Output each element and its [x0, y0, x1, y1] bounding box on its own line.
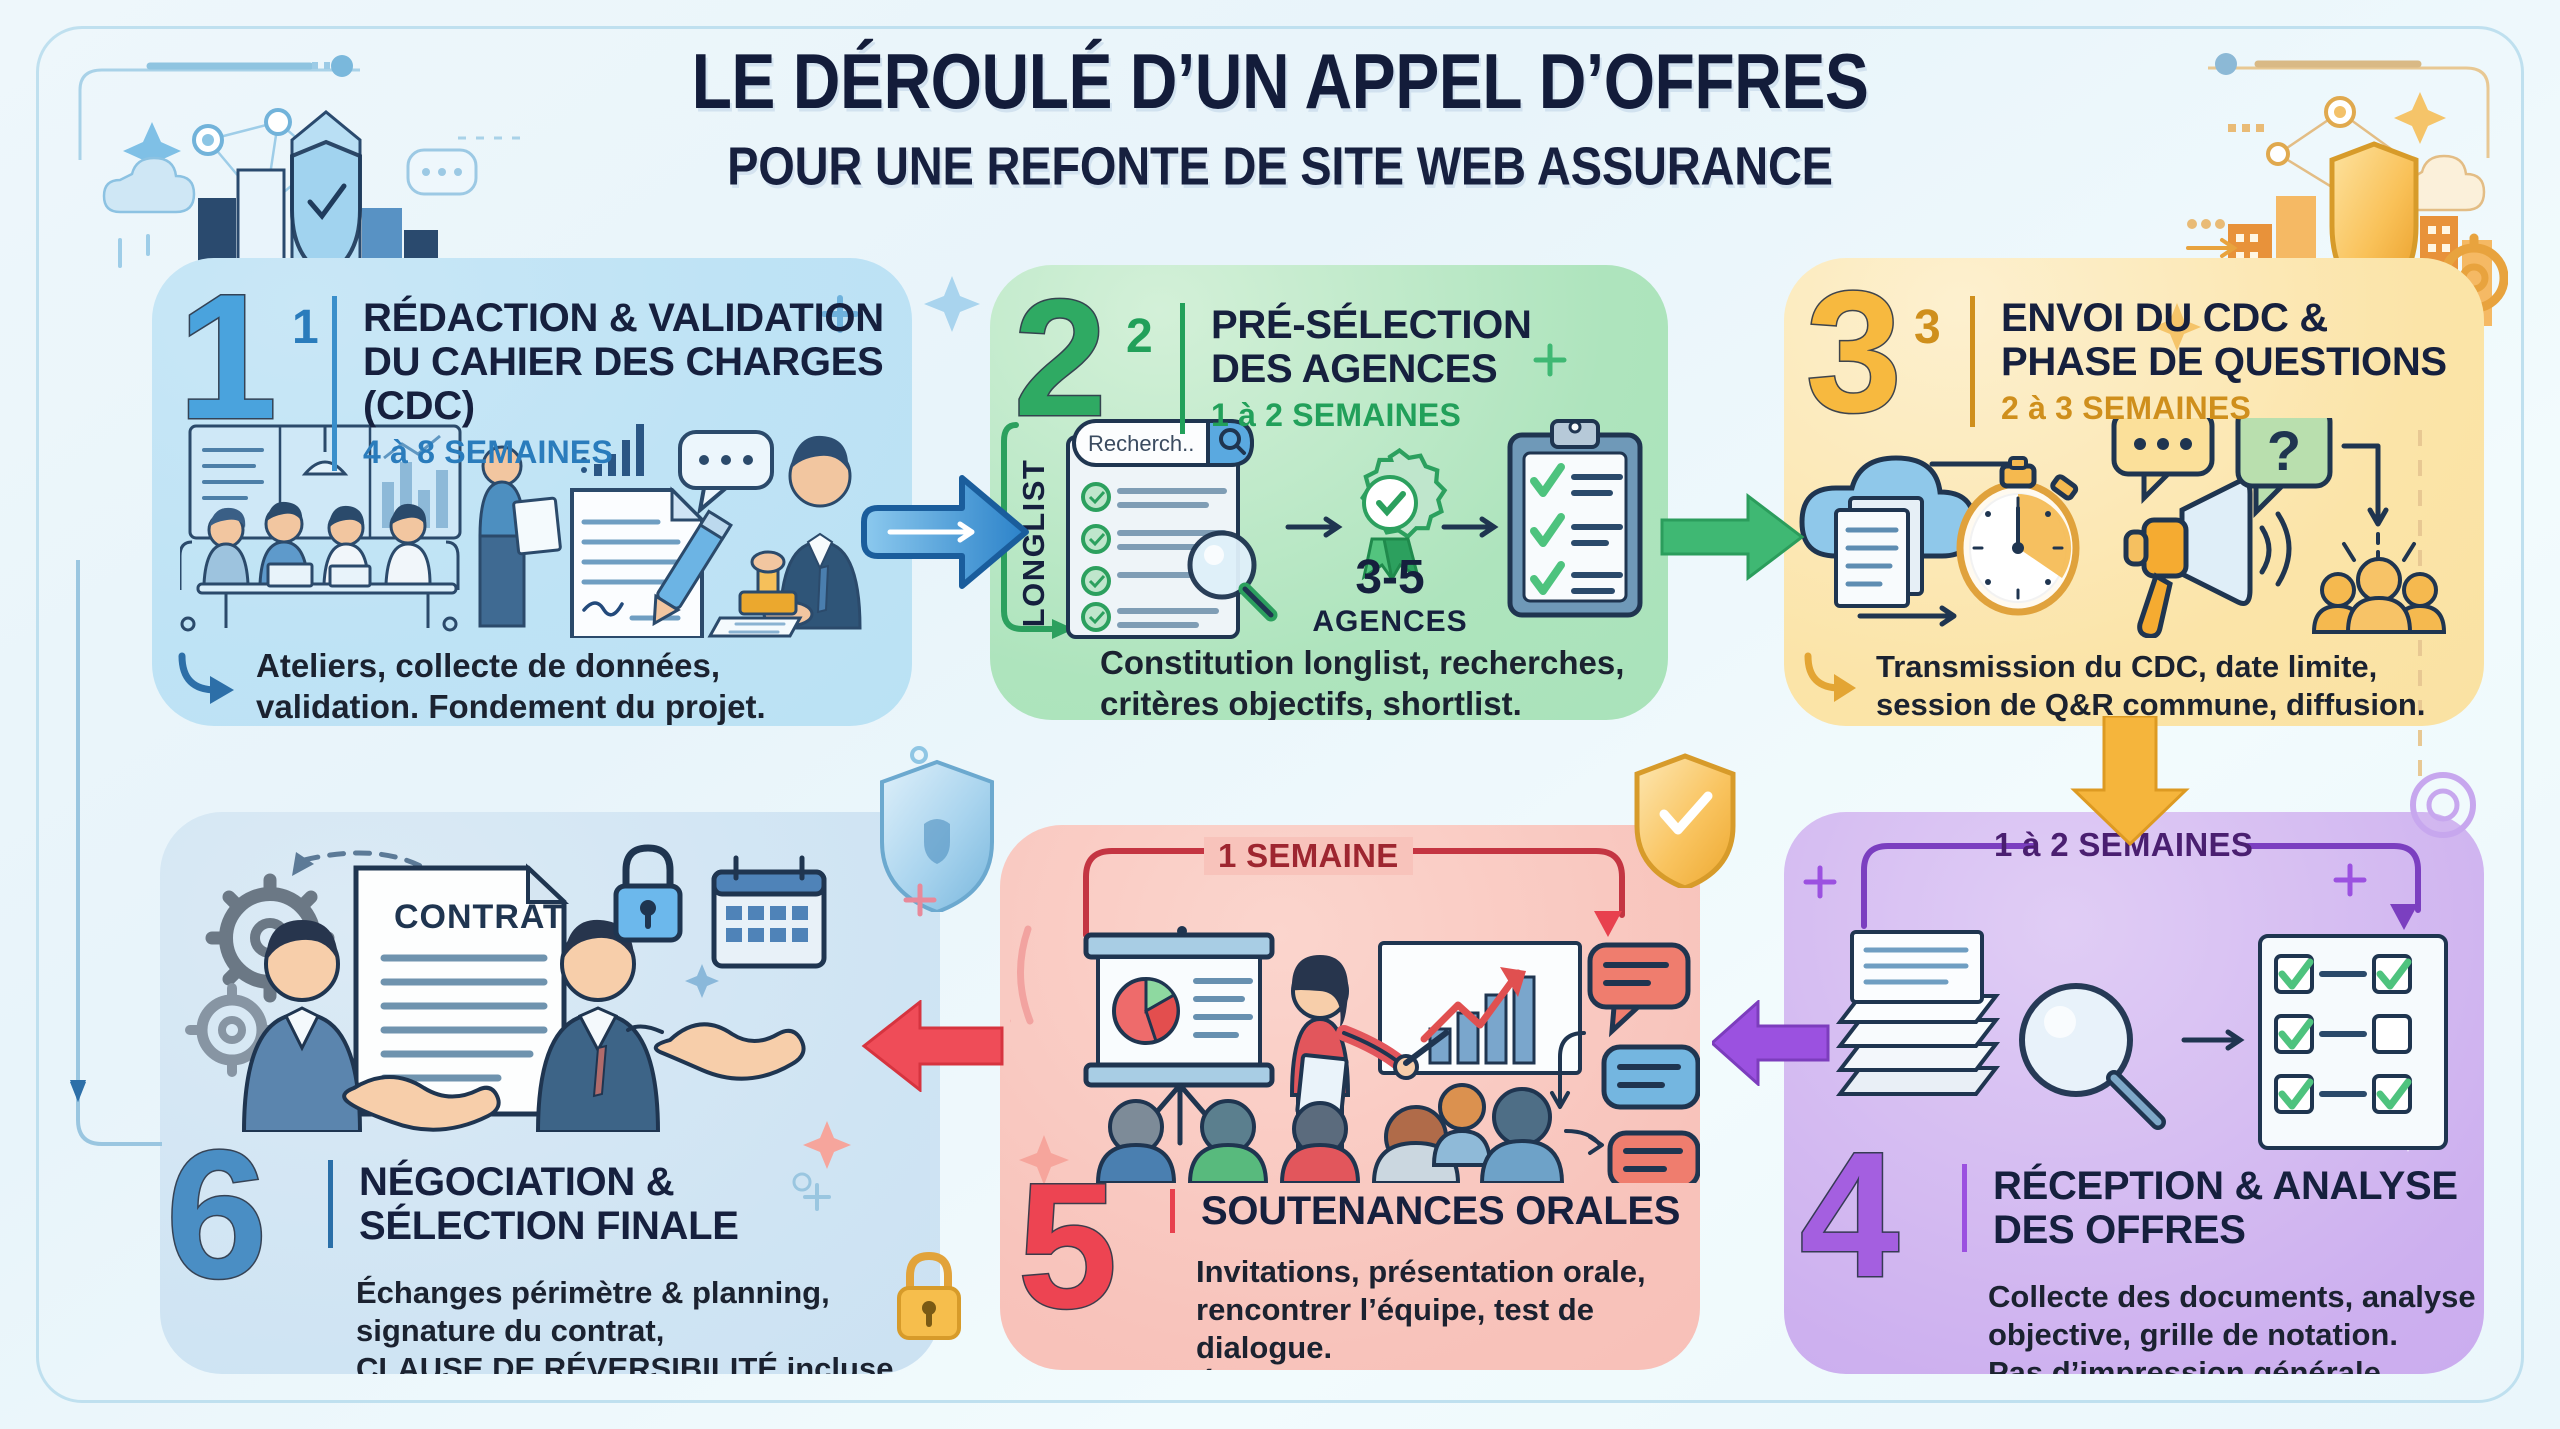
step-5-body: Invitations, présentation orale, rencont… — [1196, 1253, 1700, 1370]
step-6-body-line1: Échanges périmètre & planning, — [356, 1275, 830, 1310]
step-2-number-superscript: 2 — [1126, 310, 1153, 363]
step-1-number: 1 — [177, 258, 279, 456]
step-5-body-line2: rencontrer l’équipe, test de dialogue. — [1196, 1292, 1594, 1366]
sparkle-decoration-1 — [924, 276, 980, 332]
step-4-title-line2: DES OFFRES — [1993, 1208, 2246, 1252]
step-card-2[interactable]: LONGLIST Recherch.. — [990, 265, 1668, 720]
step-4-body-line2: objective, grille de notation. — [1988, 1317, 2398, 1353]
step-2-body-line1: Constitution longlist, recherches, — [1100, 644, 1625, 681]
step-1-body-arrow-icon — [178, 652, 234, 704]
step-2-body: Constitution longlist, recherches, critè… — [1100, 643, 1660, 720]
step-2-title-line1: PRÉ-SÉLECTION — [1211, 303, 1532, 347]
step-1-duration: 4 à 8 SEMAINES — [363, 434, 614, 470]
step-card-1[interactable]: 1 1 RÉDACTION & VALIDATION DU CAHIER DES… — [152, 258, 912, 726]
svg-text:3-5: 3-5 — [1355, 551, 1424, 604]
step-4-illustration — [1835, 930, 2448, 1150]
step-6-body: Échanges périmètre & planning, signature… — [356, 1274, 926, 1374]
step-4-body-line3: Pas d’impression générale. — [1988, 1355, 2390, 1374]
contract-label: CONTRAT — [394, 898, 565, 936]
svg-text:LONGLIST: LONGLIST — [1016, 459, 1051, 628]
step-1-title-line1: RÉDACTION & VALIDATION — [363, 296, 884, 340]
page-title: LE DÉROULÉ D’UN APPEL D’OFFRES — [691, 37, 1869, 125]
step-1-body: Ateliers, collecte de données, validatio… — [256, 646, 896, 726]
step-card-4[interactable]: 1 à 2 SEMAINES — [1784, 812, 2484, 1374]
arrow-step3-to-step4 — [2070, 716, 2190, 846]
svg-text:AGENCES: AGENCES — [1312, 605, 1467, 638]
step-4-heading: RÉCEPTION & ANALYSE DES OFFRES — [1962, 1164, 2482, 1252]
step-2-number: 2 — [1012, 266, 1107, 451]
infographic-header: LE DÉROULÉ D’UN APPEL D’OFFRES POUR UNE … — [0, 37, 2560, 196]
step-3-body-line1: Transmission du CDC, date limite, — [1876, 649, 2378, 684]
step-1-body-line1: Ateliers, collecte de données, — [256, 647, 720, 684]
step-6-heading: NÉGOCIATION & SÉLECTION FINALE — [328, 1160, 908, 1248]
step-4-duration-loop-arrow — [1861, 843, 2421, 930]
step-3-number-superscript: 3 — [1914, 301, 1941, 354]
step-4-body: Collecte des documents, analyse objectiv… — [1988, 1278, 2484, 1374]
step-1-title-line2: DU CAHIER DES CHARGES (CDC) — [363, 340, 884, 428]
dot-decoration-left — [910, 746, 928, 764]
step-5-body-line3: Étape décisive. — [1196, 1368, 1420, 1370]
step-5-number: 5 — [1017, 1146, 1119, 1345]
step-2-heading: PRÉ-SÉLECTION DES AGENCES 1 à 2 SEMAINES — [1180, 303, 1650, 434]
arrow-step4-to-step5 — [1712, 1000, 1830, 1086]
step-3-question-mark: ? — [2267, 419, 2301, 482]
step-2-title-line2: DES AGENCES — [1211, 347, 1498, 391]
step-6-body-line3: CLAUSE DE RÉVERSIBILITÉ incluse. — [356, 1351, 903, 1374]
step-3-title-line1: ENVOI DU CDC & — [2001, 296, 2328, 340]
step-3-title-line2: PHASE DE QUESTIONS — [2001, 340, 2447, 384]
step-6-number: 6 — [164, 1112, 268, 1316]
step-6-illustration: CONTRAT — [185, 844, 827, 1132]
step-3-duration: 2 à 3 SEMAINES — [2001, 390, 2252, 426]
step-5-body-line1: Invitations, présentation orale, — [1196, 1254, 1646, 1289]
step-card-5[interactable]: 1 SEMAINE — [1000, 825, 1700, 1370]
step-4-number: 4 — [1799, 1115, 1901, 1314]
step-3-body: Transmission du CDC, date limite, sessio… — [1876, 648, 2476, 724]
svg-text:Recherch..: Recherch.. — [1088, 431, 1194, 456]
step-3-heading: ENVOI DU CDC & PHASE DE QUESTIONS 2 à 3 … — [1970, 296, 2480, 427]
arrow-step2-to-step3 — [1660, 492, 1805, 582]
step-4-title-line1: RÉCEPTION & ANALYSE — [1993, 1164, 2458, 1208]
step-1-body-line2: validation. Fondement du projet. — [256, 687, 766, 725]
arrow-step1-to-step2 — [861, 475, 1029, 589]
step-1-illustration — [180, 424, 862, 638]
step-2-body-line2: critères objectifs, shortlist. — [1100, 684, 1522, 720]
step-5-duration: 1 SEMAINE — [1204, 837, 1413, 875]
page-subtitle: POUR UNE REFONTE DE SITE WEB ASSURANCE — [727, 135, 1833, 197]
step-3-illustration: ? — [1799, 418, 2447, 638]
step-5-title-line1: SOUTENANCES ORALES — [1201, 1189, 1681, 1233]
step-3-body-arrow-icon — [1804, 652, 1856, 702]
step-2-illustration: LONGLIST Recherch.. — [1001, 419, 1643, 639]
step-1-number-superscript: 1 — [292, 301, 319, 354]
step-6-body-line2: signature du contrat, — [356, 1313, 665, 1349]
step-6-title-line2: SÉLECTION FINALE — [359, 1204, 739, 1248]
step-4-body-line1: Collecte des documents, analyse — [1988, 1279, 2476, 1314]
step-card-6[interactable]: CONTRAT — [160, 812, 940, 1374]
step-3-number: 3 — [1805, 258, 1904, 448]
step-5-heading: SOUTENANCES ORALES — [1170, 1189, 1690, 1233]
step-card-3[interactable]: ? 3 3 ENVOI DU CDC & PHASE DE QUESTIONS … — [1784, 258, 2484, 726]
step-1-heading: RÉDACTION & VALIDATION DU CAHIER DES CHA… — [332, 296, 892, 471]
step-6-title-line1: NÉGOCIATION & — [359, 1160, 675, 1204]
step-5-illustration — [1010, 925, 1700, 1183]
arrow-step5-to-step6 — [861, 1000, 1004, 1092]
step-2-duration: 1 à 2 SEMAINES — [1211, 397, 1462, 433]
